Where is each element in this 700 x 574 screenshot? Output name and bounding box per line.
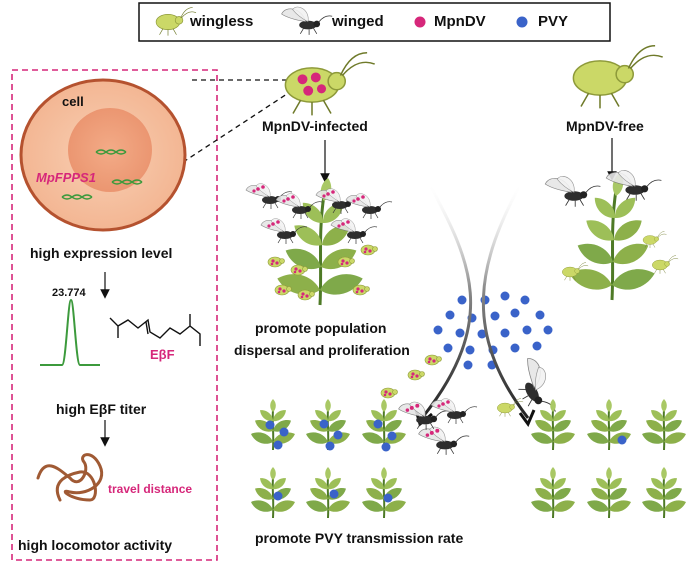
expression-label: high expression level xyxy=(30,245,173,261)
infected-aphid xyxy=(284,51,376,117)
ebf-molecule-icon xyxy=(109,314,201,346)
free-label: MpnDV-free xyxy=(566,118,644,134)
zoom-line-bottom xyxy=(167,91,291,173)
peak-time-label: 23.774 xyxy=(52,287,86,299)
legend-wingless-label: wingless xyxy=(190,13,254,30)
gene-label: MpFPPS1 xyxy=(36,170,96,185)
effect-line2: dispersal and proliferation xyxy=(234,342,410,358)
cell-panel-frame xyxy=(11,69,218,561)
pvy-particles xyxy=(433,291,553,370)
legend xyxy=(138,2,611,42)
infected-label: MpnDV-infected xyxy=(262,118,368,134)
legend-mpndv-label: MpnDV xyxy=(434,13,486,30)
mpndv-dot-icon xyxy=(414,16,426,28)
legend-winged-label: winged xyxy=(332,13,384,30)
legend-pvy-label: PVY xyxy=(538,13,569,30)
dispersal-curves xyxy=(414,184,536,428)
cell-illustration xyxy=(19,78,187,232)
pvy-dot-icon xyxy=(516,16,528,28)
dna-icon xyxy=(61,149,143,200)
free-crop-pvy xyxy=(617,435,627,445)
cell-label: cell xyxy=(62,94,84,109)
chromatogram xyxy=(40,298,100,366)
travel-distance-label: travel distance xyxy=(108,482,193,496)
transmission-label: promote PVY transmission rate xyxy=(255,530,464,546)
activity-label: high locomotor activity xyxy=(18,537,173,553)
travel-path xyxy=(36,453,104,502)
compound-label: EβF xyxy=(150,347,175,362)
free-crop-field xyxy=(529,399,687,518)
free-aphid xyxy=(572,44,664,110)
infected-crop-pvy xyxy=(265,419,397,503)
infected-crop-field xyxy=(249,399,407,518)
effect-line1: promote population xyxy=(255,320,387,336)
titer-label: high EβF titer xyxy=(56,401,147,417)
